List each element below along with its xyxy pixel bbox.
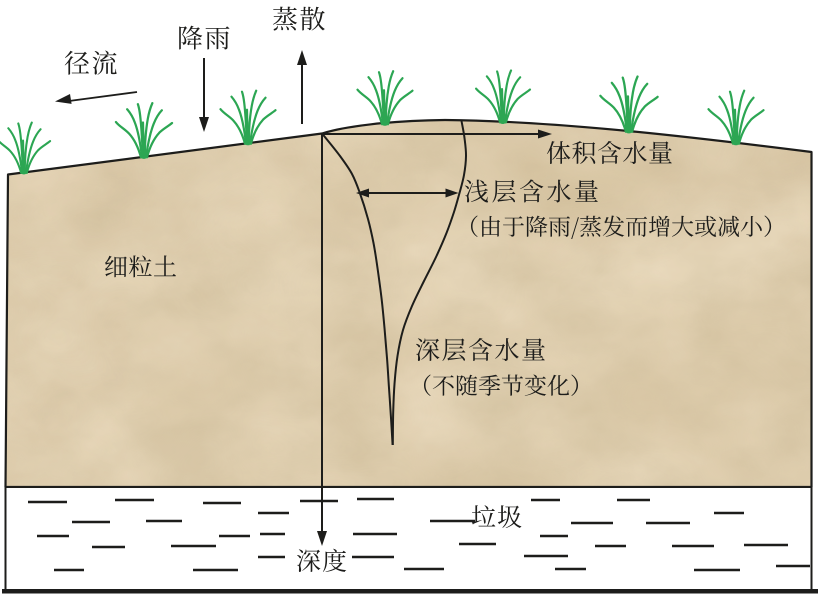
label-shallow-water-note-glyphs: [471, 215, 772, 239]
waste-band: [4, 486, 813, 591]
label-fine-grained-soil: 细粒土: [104, 256, 176, 280]
waste-layer: [2, 486, 818, 594]
water-content-curve-left: [321, 133, 394, 446]
label-waste: 垃圾: [471, 506, 521, 531]
label-deep-water-note: （不随季节变化）: [409, 376, 593, 399]
waste-dashes: [28, 497, 810, 572]
water-content-curve-right: [391, 120, 468, 446]
depth-axis-arrowhead: [317, 531, 327, 546]
label-deep-water-note-glyphs: [424, 374, 578, 396]
label-shallow-water-note: （由于降雨/蒸发而增大或减小）: [456, 217, 784, 240]
label-evapotranspiration-glyphs: [272, 6, 325, 31]
label-volumetric-water-content: 体积含水量: [546, 142, 671, 167]
soil-outline: [4, 118, 813, 489]
runoff-arrow-line: [68, 91, 138, 102]
soil-body: [4, 118, 813, 489]
arrowheads: [55, 50, 552, 546]
label-rainfall: 降雨: [177, 27, 229, 53]
label-depth-glyphs: [297, 548, 347, 572]
label-shallow-water-content-glyphs: [464, 179, 598, 203]
label-deep-water-content: 深层含水量: [415, 339, 540, 364]
water-content-axis-arrowhead: [538, 129, 552, 139]
label-waste-glyphs: [471, 505, 522, 528]
diagram-bottom-border: [2, 589, 818, 594]
label-glyphs: [64, 6, 772, 572]
runoff-arrowhead: [55, 94, 72, 104]
label-volumetric-water-content-glyphs: [546, 141, 672, 164]
label-rainfall-glyphs: [179, 25, 230, 50]
label-runoff-glyphs: [64, 50, 117, 75]
label-deep-water-content-glyphs: [416, 338, 545, 361]
shallow-range-arrowhead-left: [356, 188, 369, 198]
label-runoff: 径流: [64, 52, 116, 78]
diagram-lines: [68, 58, 540, 532]
label-depth: 深度: [296, 550, 346, 575]
grass-tufts: [0, 69, 765, 175]
label-shallow-water-content: 浅层含水量: [464, 180, 589, 205]
shallow-range-arrowhead-right: [445, 188, 459, 198]
rainfall-arrowhead: [199, 117, 209, 132]
evapotranspiration-arrowhead: [297, 50, 307, 65]
label-evapotranspiration: 蒸散: [272, 8, 324, 34]
